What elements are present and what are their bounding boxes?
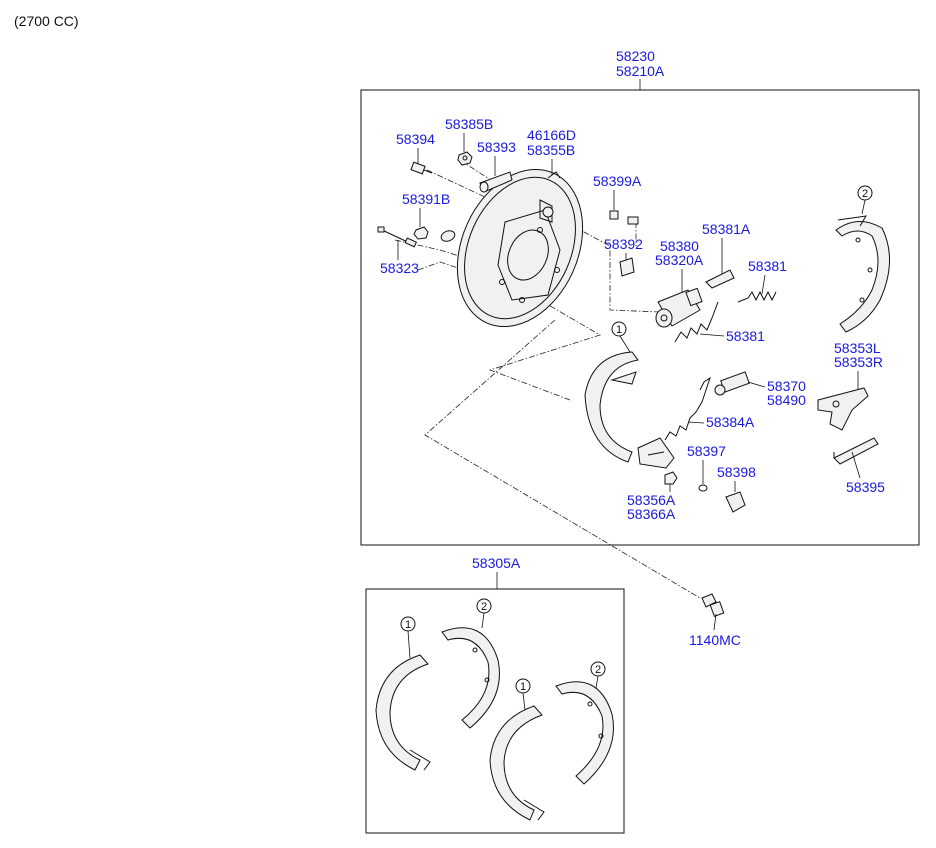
part-label-58395[interactable]: 58395 [846, 479, 885, 495]
clip-cap[interactable] [440, 229, 457, 243]
part-label-58353L[interactable]: 58353L [834, 340, 881, 356]
part-label-58353R[interactable]: 58353R [834, 354, 883, 370]
kit-shoe-1-upper[interactable] [375, 654, 431, 771]
backing-plate[interactable] [434, 149, 607, 346]
callout-2-main: 2 [857, 185, 873, 215]
spring-58384A[interactable] [664, 376, 711, 441]
shoe-kit-frame [365, 588, 625, 834]
spring-58381-upper[interactable] [737, 290, 777, 303]
bolt-1140MC[interactable] [701, 593, 725, 617]
backing-plate-assembly-frame [360, 89, 920, 546]
assembly-line [424, 319, 701, 599]
part-label-58320A[interactable]: 58320A [655, 252, 704, 268]
engine-caption: (2700 CC) [14, 13, 79, 29]
part-label-46166D[interactable]: 46166D [527, 127, 576, 143]
pin-58323[interactable] [377, 226, 418, 248]
leader-line [687, 421, 705, 424]
leader-line [699, 333, 725, 337]
kit-shoe-1-lower[interactable] [489, 705, 545, 821]
callout-2-kit-lower: 2 [590, 661, 606, 689]
part-label-58398[interactable]: 58398 [717, 464, 756, 480]
nut-58397[interactable] [698, 484, 708, 492]
svg-text:1: 1 [520, 681, 526, 693]
callout-1-kit-upper: 1 [400, 616, 416, 659]
svg-text:2: 2 [862, 188, 868, 200]
part-label-58399A[interactable]: 58399A [593, 173, 642, 189]
cap-58393[interactable] [479, 171, 513, 193]
part-label-58355B[interactable]: 58355B [527, 142, 575, 158]
cap-58392[interactable] [619, 257, 635, 277]
part-label-58356A[interactable]: 58356A [627, 492, 676, 508]
part-label-58391B[interactable]: 58391B [402, 191, 450, 207]
brake-shoe-2[interactable] [835, 215, 891, 333]
leader-line [851, 451, 861, 479]
part-label-58490[interactable]: 58490 [767, 392, 806, 408]
lever-58353[interactable] [817, 387, 869, 431]
part-label-58230[interactable]: 58230 [616, 48, 655, 64]
leader-line [747, 381, 766, 388]
svg-text:1: 1 [405, 619, 411, 631]
part-label-58323[interactable]: 58323 [380, 260, 419, 276]
part-label-58392[interactable]: 58392 [604, 236, 643, 252]
part-label-58210A[interactable]: 58210A [616, 63, 665, 79]
part-label-58381A[interactable]: 58381A [702, 221, 751, 237]
part-label-58305A[interactable]: 58305A [472, 555, 521, 571]
bolt-58394[interactable] [410, 161, 433, 175]
part-label-58394[interactable]: 58394 [396, 131, 435, 147]
kit-shoe-2-upper[interactable] [441, 627, 500, 729]
leader-line [761, 274, 766, 295]
svg-text:2: 2 [481, 601, 487, 613]
nut-58356A[interactable] [664, 471, 678, 485]
callout-1-kit-lower: 1 [515, 678, 531, 711]
callout-2-kit-upper: 2 [476, 598, 492, 629]
part-label-58384A[interactable]: 58384A [706, 414, 755, 430]
svg-text:2: 2 [595, 664, 601, 676]
adjuster-58370[interactable] [714, 371, 750, 396]
bleeder-58399A[interactable] [609, 210, 639, 225]
wheel-cylinder-58380[interactable] [655, 287, 703, 328]
cap-58398[interactable] [725, 491, 746, 513]
part-label-58380[interactable]: 58380 [660, 238, 699, 254]
part-label-58381-upper[interactable]: 58381 [748, 258, 787, 274]
leader-line [713, 613, 717, 631]
part-label-58370[interactable]: 58370 [767, 378, 806, 394]
part-label-58381-lower[interactable]: 58381 [726, 328, 765, 344]
washer-58391B[interactable] [413, 226, 429, 240]
adjuster-plate-58381A[interactable] [705, 269, 735, 289]
part-label-58397[interactable]: 58397 [687, 443, 726, 459]
strut-58395[interactable] [833, 437, 879, 465]
assembly-line [488, 299, 601, 401]
brake-shoe-1[interactable] [584, 351, 675, 469]
part-label-1140MC[interactable]: 1140MC [689, 632, 741, 648]
part-label-58366A[interactable]: 58366A [627, 506, 676, 522]
svg-text:1: 1 [616, 324, 622, 336]
part-label-58393[interactable]: 58393 [477, 139, 516, 155]
spring-58381-lower[interactable] [674, 301, 719, 343]
nut-58385B[interactable] [457, 151, 473, 166]
callout-1-main: 1 [611, 321, 631, 353]
kit-shoe-2-lower[interactable] [555, 681, 614, 785]
part-label-58385B[interactable]: 58385B [445, 116, 493, 132]
